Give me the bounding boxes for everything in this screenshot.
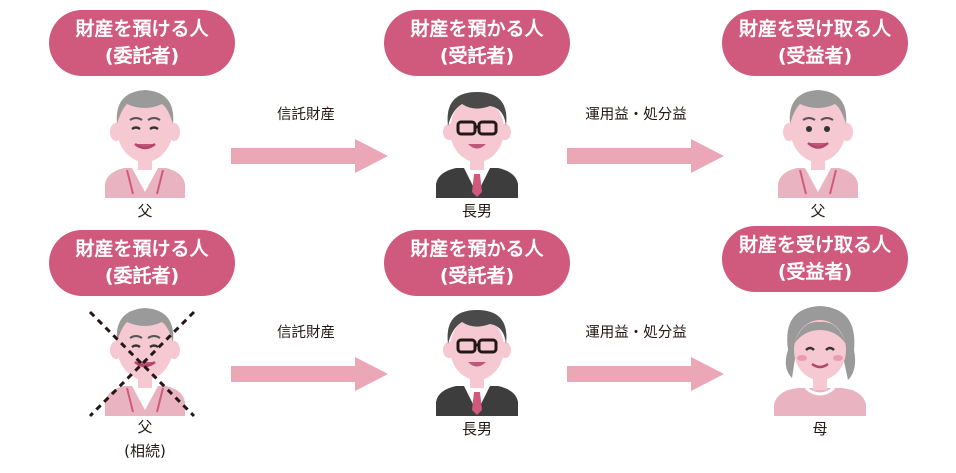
- beneficiary-badge: 財産を受け取る人 (受益者): [722, 226, 908, 292]
- beneficiary-title: 財産を受け取る人: [738, 18, 891, 40]
- mother-icon: [774, 306, 866, 416]
- trustee-name: 長男: [461, 202, 492, 220]
- father-icon: [778, 90, 858, 198]
- trustee-subtitle: (受託者): [439, 45, 515, 67]
- settlor-title: 財産を預ける人: [75, 238, 209, 260]
- beneficiary-subtitle: (受益者): [777, 261, 853, 283]
- flow-label-profit: 運用益・処分益: [585, 107, 687, 123]
- father-icon: [105, 308, 185, 416]
- trustee-badge: 財産を預かる人 (受託者): [384, 230, 570, 296]
- trustee-title: 財産を預かる人: [410, 238, 544, 260]
- settlor-badge: 財産を預ける人 (委託者): [49, 230, 235, 296]
- trustee-subtitle: (受託者): [439, 265, 515, 287]
- settlor-name: 父: [137, 202, 153, 220]
- father-icon: [105, 90, 185, 198]
- beneficiary-title: 財産を受け取る人: [738, 234, 891, 256]
- settlor-note: (相続): [124, 442, 166, 460]
- settlor-badge: 財産を預ける人 (委託者): [49, 10, 235, 76]
- beneficiary-subtitle: (受益者): [777, 45, 853, 67]
- beneficiary-name: 母: [812, 420, 828, 438]
- trustee-name: 長男: [461, 420, 492, 438]
- flow-label-trust-property: 信託財産: [277, 107, 335, 123]
- deceased-cross-icon: [88, 310, 196, 418]
- beneficiary-badge: 財産を受け取る人 (受益者): [722, 10, 908, 76]
- flow-label-trust-property: 信託財産: [277, 325, 335, 341]
- trustee-title: 財産を預かる人: [410, 18, 544, 40]
- settlor-title: 財産を預ける人: [75, 18, 209, 40]
- arrow-right-icon: [231, 139, 388, 173]
- flow-label-profit: 運用益・処分益: [585, 325, 687, 341]
- son-icon: [436, 310, 518, 416]
- arrow-right-icon: [231, 357, 388, 391]
- arrow-right-icon: [567, 139, 724, 173]
- settlor-subtitle: (委託者): [104, 265, 180, 287]
- arrow-right-icon: [567, 357, 724, 391]
- trustee-badge: 財産を預かる人 (受託者): [384, 10, 570, 76]
- settlor-name: 父: [137, 418, 153, 436]
- beneficiary-name: 父: [810, 202, 826, 220]
- settlor-subtitle: (委託者): [104, 45, 180, 67]
- son-icon: [436, 92, 518, 198]
